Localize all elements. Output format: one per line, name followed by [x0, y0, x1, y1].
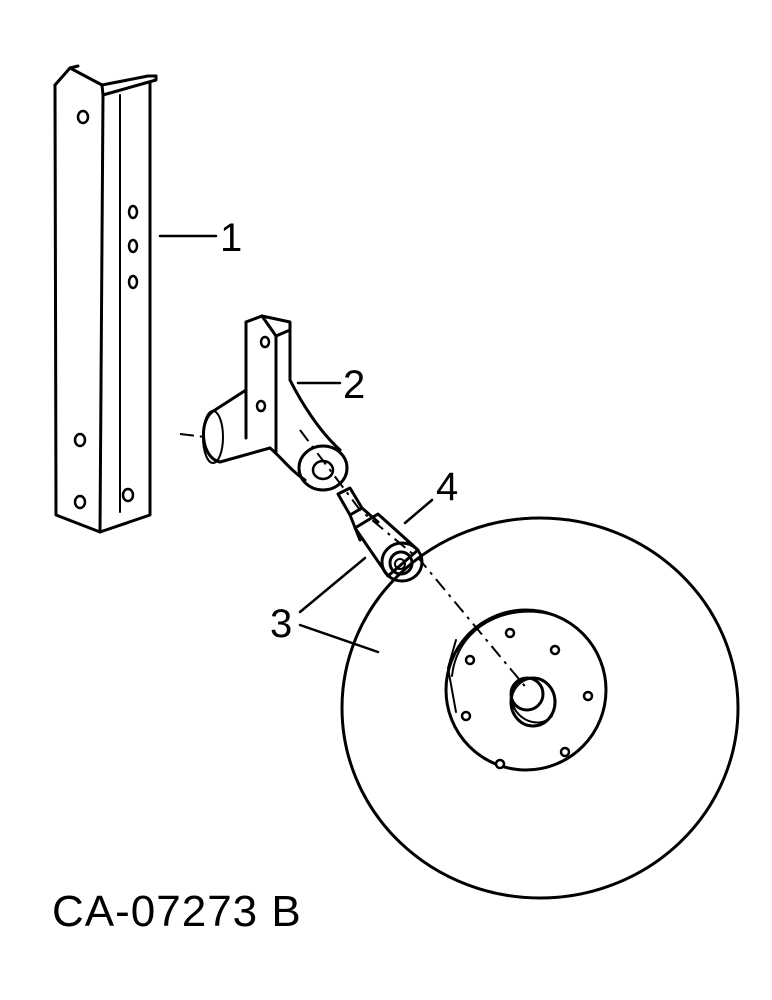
- hub-bolt-hole-4: [559, 746, 571, 758]
- arm-body-top: [288, 378, 342, 452]
- hub-bolt-hole-7: [464, 654, 476, 666]
- arm-plate-hole-bottom: [255, 399, 267, 413]
- shank-top-lip: [68, 64, 80, 70]
- shank-adjust-hole-2: [127, 238, 139, 254]
- spindle-shaft-neck: [336, 486, 364, 517]
- disc-hub-flange-side: [447, 639, 457, 713]
- arm-plate-hole-top: [259, 335, 271, 349]
- arm-plate-top: [244, 314, 292, 440]
- hub-bolt-hole-5: [494, 758, 506, 770]
- disc-hub-flange-edge: [451, 610, 567, 677]
- disc-blade: [340, 516, 740, 900]
- shank-top-flange: [100, 74, 158, 97]
- assembly-centerline: [299, 429, 529, 691]
- bearing-sleeve-core: [394, 558, 406, 570]
- shank-adjust-hole-3: [127, 274, 139, 290]
- hub-bolt-hole-2: [549, 644, 561, 656]
- shank-top-edge: [53, 66, 158, 87]
- disc-blade-rim: [340, 516, 740, 900]
- hub-bolt-hole-6: [460, 710, 472, 722]
- leader-part-4: [403, 498, 434, 525]
- hub-bolt-hole-3: [582, 690, 594, 702]
- arm-plate-edge: [260, 314, 278, 454]
- shank-hole-mid: [73, 432, 87, 448]
- bearing-sleeve: [353, 512, 424, 583]
- callout-1: 1: [220, 216, 242, 260]
- shank-bracket: [53, 64, 158, 534]
- shank-corner-line: [98, 93, 105, 534]
- hub-bolt-hole-1: [504, 627, 516, 639]
- shank-hole-bottom-left: [73, 494, 87, 510]
- shank-hole-bottom-right: [121, 487, 135, 503]
- figure-id: CA-07273 B: [52, 887, 302, 936]
- callout-2: 2: [343, 363, 365, 407]
- callout-3: 3: [270, 602, 292, 646]
- disc-bearing-shadow: [511, 699, 553, 724]
- leader-part-3-sleeve: [298, 556, 367, 614]
- disc-bearing-inner: [509, 676, 545, 712]
- shank-adjust-hole-1: [127, 204, 139, 220]
- arm-boss-end: [202, 410, 224, 464]
- shank-hole-top: [76, 109, 90, 125]
- arm-bracket: [202, 314, 349, 492]
- bearing-sleeve-end: [380, 541, 424, 583]
- arm-spindle-hub: [297, 444, 349, 492]
- leader-part-3-disc: [298, 623, 380, 654]
- arm-centerline-left: [179, 433, 206, 438]
- disc-hub-flange: [444, 608, 608, 772]
- callout-4: 4: [436, 465, 458, 509]
